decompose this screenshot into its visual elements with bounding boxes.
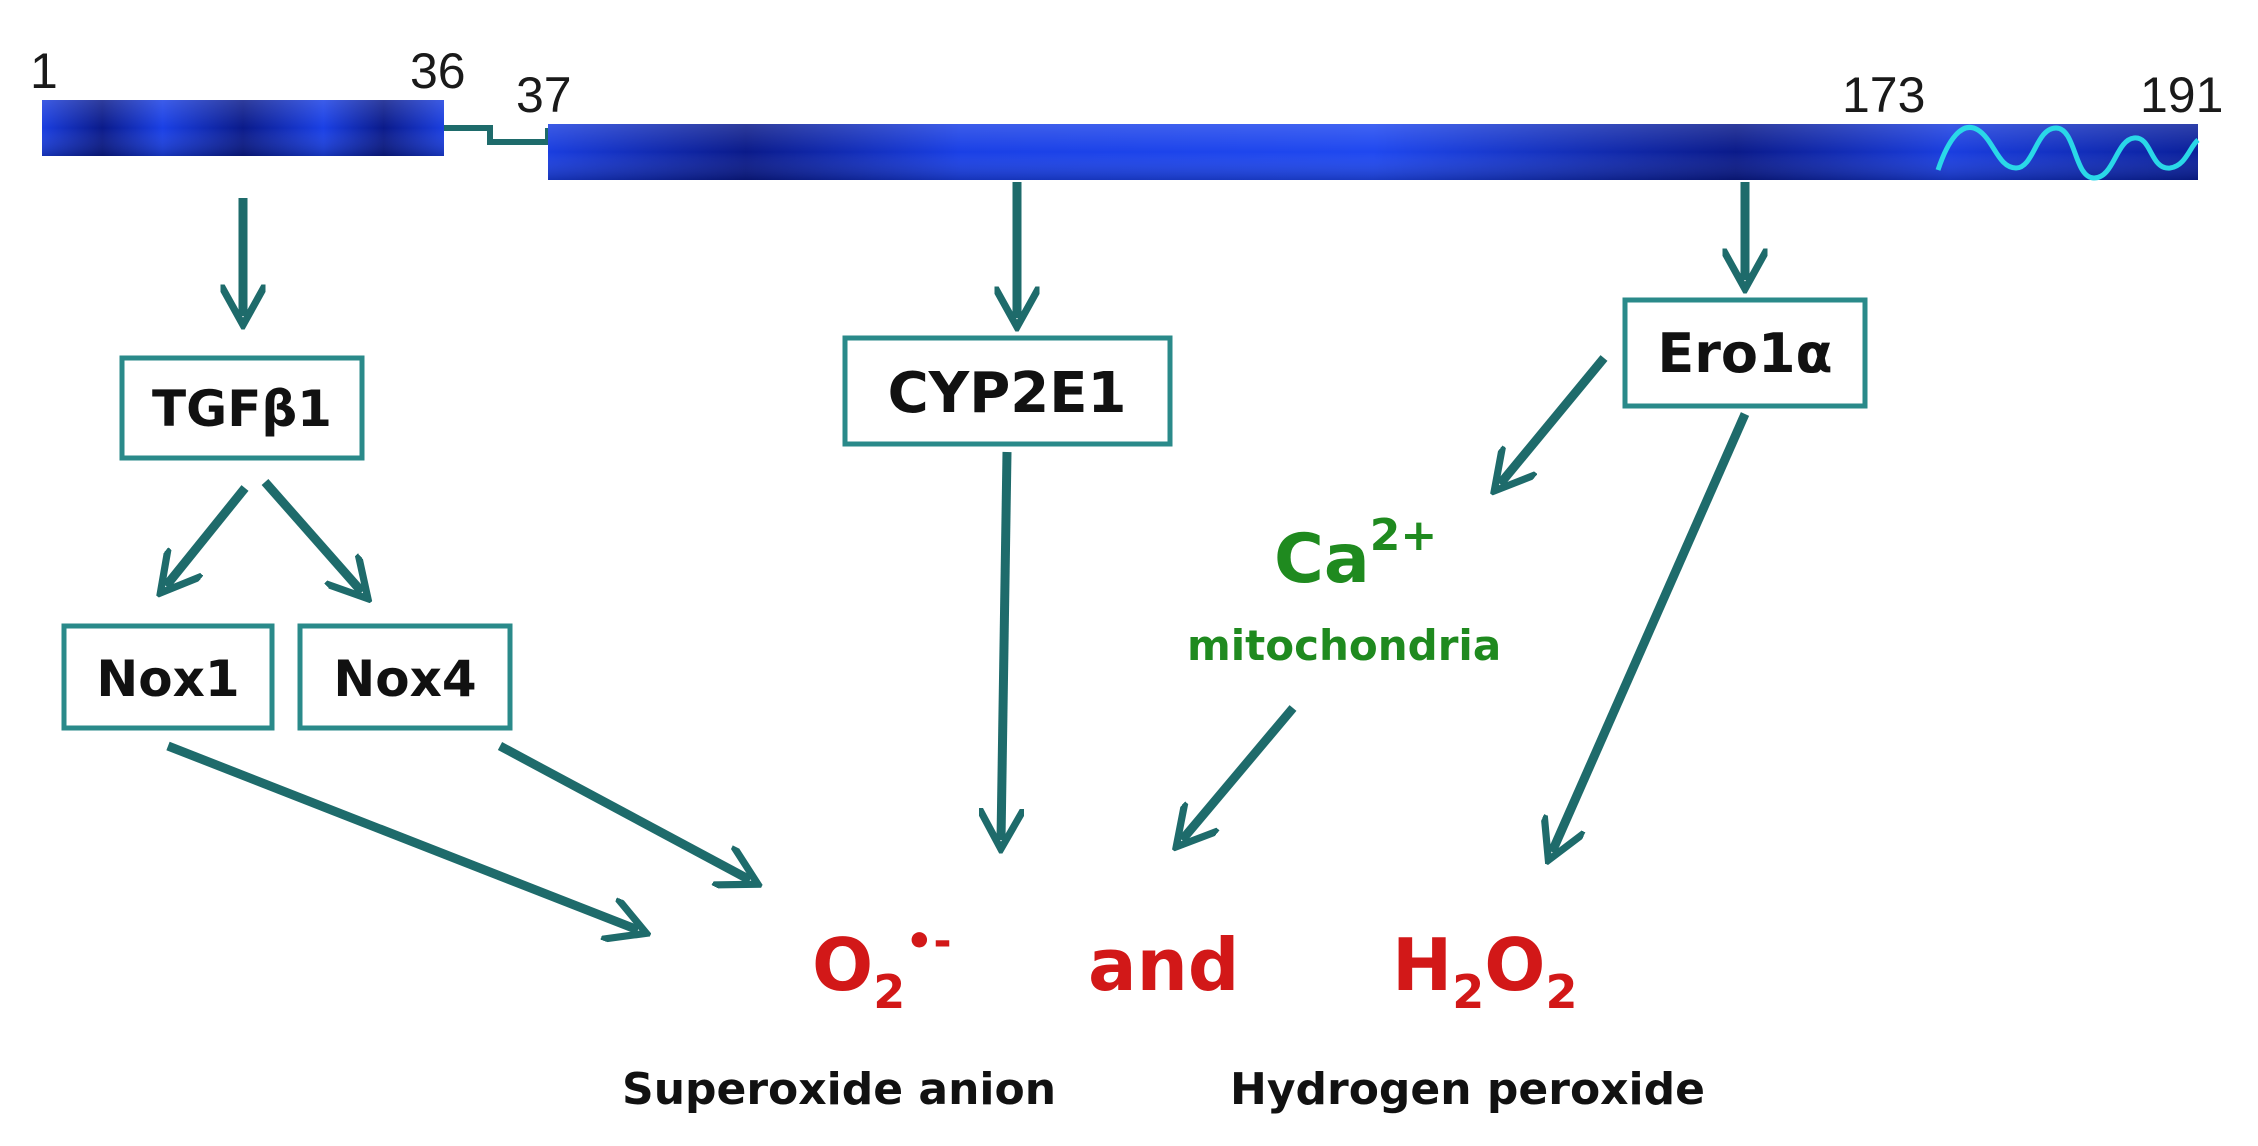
transmembrane-wave	[1935, 125, 2200, 181]
bar-segment-main-shade	[548, 124, 2198, 180]
calcium-charge: 2+	[1370, 510, 1437, 561]
arrow-tgfb1-to-nox4	[261, 479, 362, 592]
peroxide-formula: H2O2	[1392, 923, 1578, 1019]
position-label-191: 191	[2140, 67, 2223, 123]
bar-segment-n-terminal-shade	[42, 100, 444, 156]
calcium-label: Ca2+	[1274, 510, 1437, 599]
cyp2e1-label: CYP2E1	[888, 361, 1127, 426]
ero1a-box: Ero1α	[1622, 297, 1868, 409]
superoxide-caption: Superoxide anion	[622, 1064, 1056, 1115]
tgfb1-box: TGFβ1	[119, 355, 365, 461]
nox4-box: Nox4	[297, 623, 513, 731]
calcium-base: Ca	[1274, 520, 1370, 599]
peroxide-o-subscript: 2	[1546, 965, 1578, 1019]
mitochondria-label: mitochondria	[1187, 621, 1501, 670]
superoxide-formula: O2•-	[812, 916, 952, 1019]
superoxide-superscript: •-	[905, 916, 951, 967]
position-label-1: 1	[30, 43, 58, 99]
superoxide-subscript: 2	[873, 965, 905, 1019]
position-label-173: 173	[1842, 67, 1925, 123]
arrow-mitochondria-to-products	[1182, 705, 1297, 840]
peroxide-h-subscript: 2	[1452, 965, 1484, 1019]
ero1a-label: Ero1α	[1657, 322, 1832, 385]
arrow-ero1a-to-calcium	[1500, 355, 1608, 484]
peroxide-o: O	[1484, 923, 1545, 1007]
nox4-label: Nox4	[333, 650, 476, 708]
position-label-37: 37	[516, 67, 572, 123]
peroxide-h: H	[1392, 923, 1452, 1007]
protein-bar	[42, 100, 2200, 181]
arrow-tgfb1-to-nox1	[166, 485, 249, 586]
position-label-36: 36	[410, 43, 466, 99]
nox1-box: Nox1	[61, 623, 275, 731]
bar-linker	[444, 125, 551, 145]
peroxide-caption: Hydrogen peroxide	[1230, 1064, 1705, 1115]
arrow-ero1a-to-peroxide	[1552, 412, 1750, 852]
and-label: and	[1088, 923, 1239, 1007]
nox1-label: Nox1	[96, 650, 239, 708]
superoxide-base: O	[812, 923, 873, 1007]
tgfb1-label: TGFβ1	[152, 380, 332, 438]
arrow-cyp2e1-to-products	[1001, 451, 1007, 840]
cyp2e1-box: CYP2E1	[842, 335, 1173, 447]
arrow-nox1-to-products	[166, 741, 638, 930]
arrow-nox4-to-products	[497, 742, 750, 880]
